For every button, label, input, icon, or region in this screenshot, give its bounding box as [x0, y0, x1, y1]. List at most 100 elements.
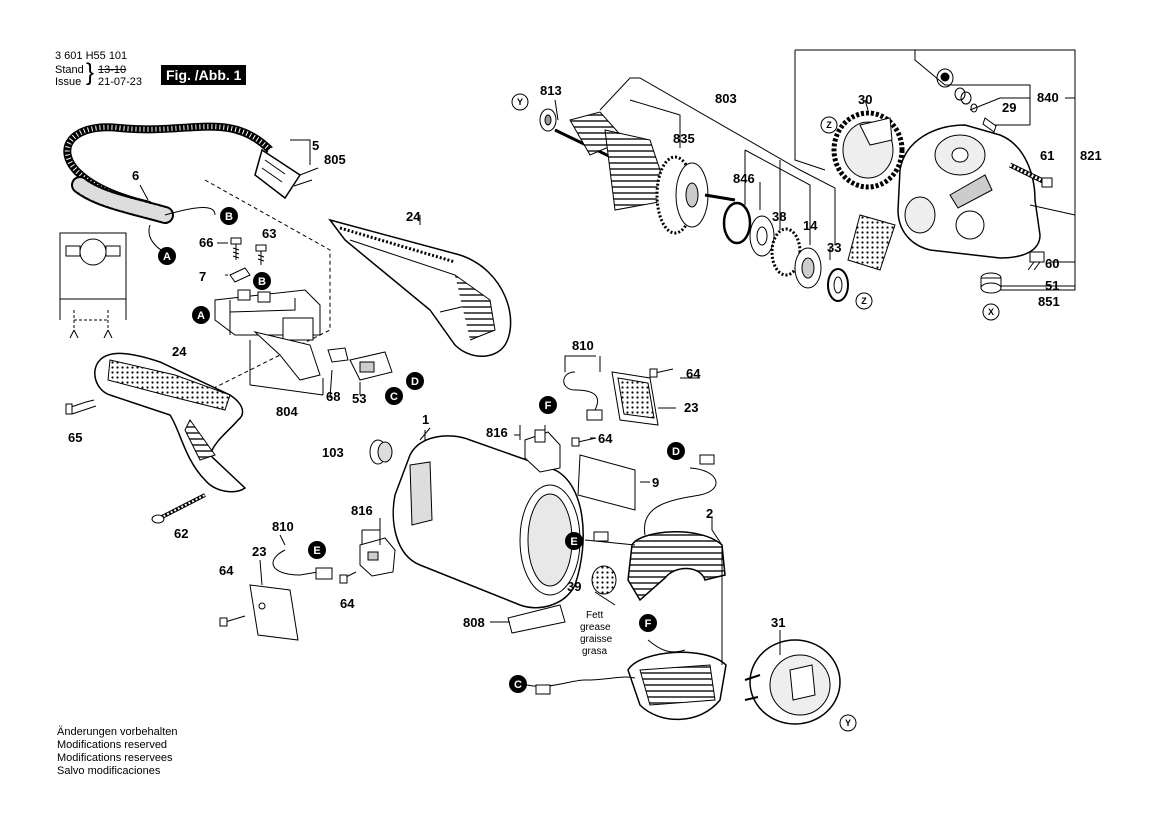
svg-text:grease: grease [580, 622, 611, 633]
main-handle-upper [328, 218, 512, 357]
marker-a-2: A [192, 306, 210, 324]
marker-f-1: F [539, 396, 557, 414]
label-808: 808 [463, 615, 485, 630]
label-810-upper: 810 [572, 338, 594, 353]
armature [554, 111, 736, 235]
grease-pad-39 [591, 565, 617, 595]
spindle-lock-parts [936, 68, 997, 133]
screw-61 [1008, 162, 1053, 188]
motor-housing [392, 427, 584, 609]
brush-holder-lower [359, 530, 396, 577]
switch-parts-68-53 [327, 347, 393, 381]
bevel-gear-30 [831, 110, 905, 190]
svg-text:Y: Y [845, 718, 851, 728]
switch-assembly [214, 267, 324, 396]
svg-text:Z: Z [861, 296, 867, 306]
marker-c-1: C [385, 387, 403, 405]
svg-text:F: F [545, 400, 552, 412]
label-61: 61 [1040, 148, 1054, 163]
footer-note-en: Modifications reserved [57, 739, 168, 751]
drawing-number: 3 601 H55 101 [55, 50, 128, 62]
svg-text:A: A [197, 310, 205, 322]
label-808 [507, 604, 566, 634]
label-816-lower: 816 [351, 503, 373, 518]
grease-note: Fett grease graisse grasa [580, 610, 613, 657]
svg-text:E: E [570, 536, 577, 548]
svg-text:grasa: grasa [582, 646, 607, 657]
label-840: 840 [1037, 90, 1059, 105]
align-x-1: X [982, 303, 1000, 321]
label-835: 835 [673, 131, 695, 146]
svg-text:Y: Y [517, 97, 523, 107]
label-38: 38 [772, 209, 786, 224]
svg-text:Fett: Fett [586, 610, 603, 621]
marker-b-1: B [220, 207, 238, 225]
label-62: 62 [174, 526, 188, 541]
label-23-upper: 23 [684, 400, 698, 415]
marker-b-2: B [253, 272, 271, 290]
svg-text:D: D [672, 446, 680, 458]
label-24-main-handle: 24 [406, 209, 421, 224]
power-cord-drawing [63, 122, 319, 253]
align-y-2: Y [839, 714, 857, 732]
routing-line [199, 179, 331, 396]
label-33: 33 [827, 240, 841, 255]
brush-cover-lower [249, 584, 299, 641]
label-810-lower: 810 [272, 519, 294, 534]
carbon-brush-lower [272, 549, 333, 580]
label-5: 5 [312, 138, 319, 153]
connector-c [535, 684, 551, 695]
field-coil-upper [627, 531, 726, 602]
label-846: 846 [733, 171, 755, 186]
label-9: 9 [652, 475, 659, 490]
svg-text:C: C [390, 391, 398, 403]
label-63: 63 [262, 226, 276, 241]
label-24-aux-handle: 24 [172, 344, 187, 359]
figure-badge: Fig. /Abb. 1 [161, 65, 247, 85]
stand-value: 13-10 [98, 64, 127, 76]
screw-65 [65, 399, 97, 415]
label-64-lower: 64 [340, 596, 355, 611]
label-60: 60 [1045, 256, 1059, 271]
svg-text:graisse: graisse [580, 634, 613, 645]
rating-label-9 [577, 454, 636, 511]
connector-e [593, 531, 609, 542]
label-30: 30 [858, 92, 872, 107]
brush-cover-upper [611, 371, 659, 426]
svg-text:Z: Z [826, 120, 832, 130]
marker-a-1: A [158, 247, 176, 265]
footer-note-es: Salvo modificaciones [57, 765, 161, 777]
svg-text:E: E [313, 545, 320, 557]
label-813: 813 [540, 83, 562, 98]
wire-d [644, 467, 717, 536]
label-821: 821 [1080, 148, 1102, 163]
label-29: 29 [1002, 100, 1016, 115]
label-66: 66 [199, 235, 213, 250]
leader-lines [139, 49, 1076, 665]
bearing-flange-31 [744, 639, 841, 725]
marker-c-2: C [509, 675, 527, 693]
svg-text:C: C [514, 679, 522, 691]
wire-e [584, 539, 636, 546]
marker-d-2: D [667, 442, 685, 460]
stand-label: Stand [55, 64, 84, 76]
bearing-813 [539, 108, 557, 132]
svg-text:B: B [258, 276, 266, 288]
connector-markers: B A B A D C F D E E F C [158, 207, 685, 693]
label-64-left: 64 [219, 563, 234, 578]
wire-f [647, 639, 686, 653]
svg-text:B: B [225, 211, 233, 223]
label-1: 1 [422, 412, 429, 427]
label-803: 803 [715, 91, 737, 106]
marker-f-2: F [639, 614, 657, 632]
label-851: 851 [1038, 294, 1060, 309]
label-51: 51 [1045, 278, 1059, 293]
cable-grommet-103 [369, 439, 393, 465]
label-103: 103 [322, 445, 344, 460]
issue-label: Issue [55, 76, 82, 88]
label-2: 2 [706, 506, 713, 521]
align-z-1: Z [820, 116, 838, 134]
label-65: 65 [68, 430, 82, 445]
issue-value: 21-07-23 [98, 76, 143, 88]
